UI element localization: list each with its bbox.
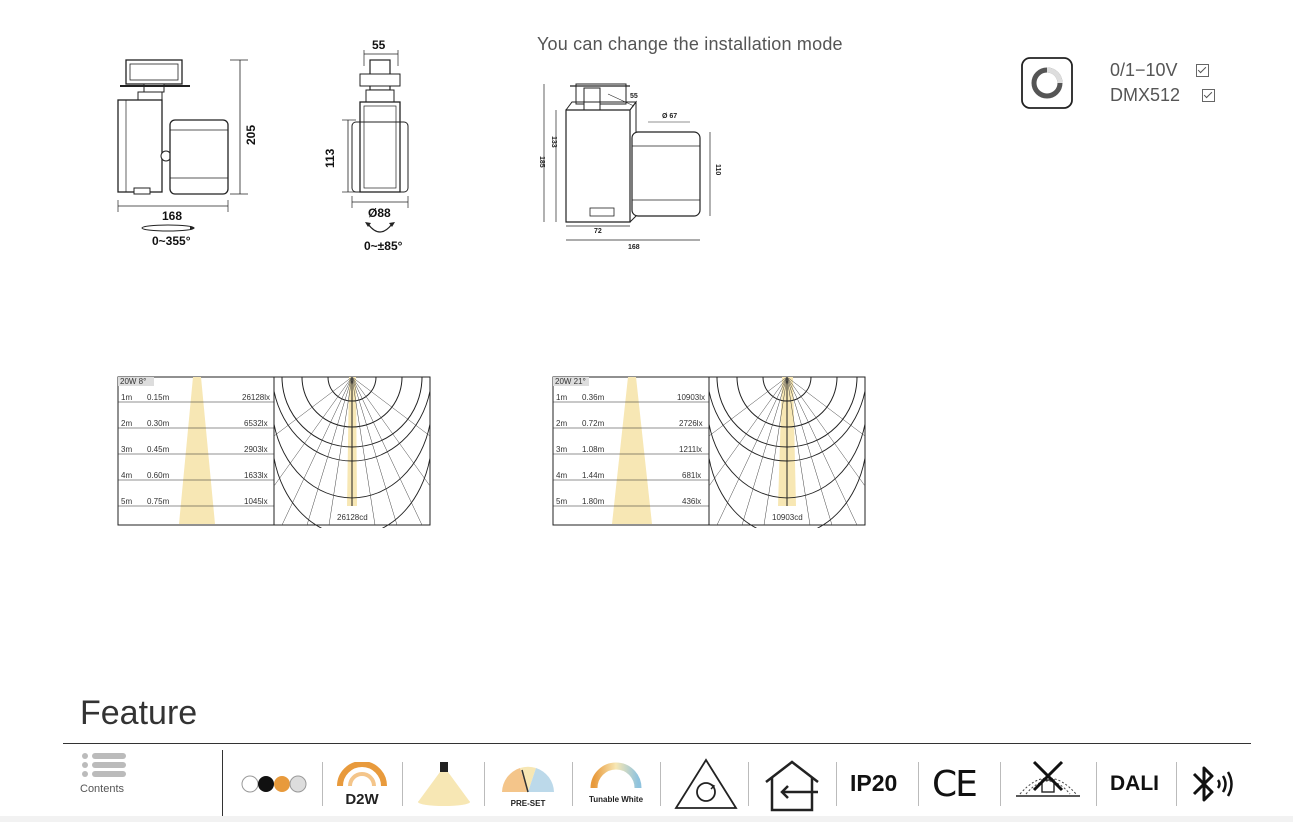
side-view-drawing: 205 168 0~355° xyxy=(117,59,258,248)
feature-separator xyxy=(322,762,323,806)
lux-distance: 3m xyxy=(556,445,567,454)
checkbox-dmx512 xyxy=(1202,89,1216,102)
lux-value: 1211lx xyxy=(679,445,702,454)
menu-list-icon xyxy=(82,753,126,777)
dim-67: Ø 67 xyxy=(662,113,677,120)
dim-113: 113 xyxy=(323,148,337,168)
lux-diameter: 0.15m xyxy=(147,393,170,402)
lux-diameter: 0.72m xyxy=(582,419,605,428)
lux-value: 2726lx xyxy=(679,419,703,428)
contents-divider xyxy=(222,750,223,820)
dim-55: 55 xyxy=(372,38,386,52)
polar-diagram xyxy=(273,376,431,537)
lux-value: 1633lx xyxy=(244,471,268,480)
dim-110: 110 xyxy=(714,164,721,175)
lux-chart-8deg-svg: 20W 8° 1m 0.15m 26128lx 2m 0.30m 6532lx … xyxy=(117,376,431,537)
lux-value: 1045lx xyxy=(244,497,268,506)
ce-icon: CE xyxy=(932,764,978,805)
ip20-icon: IP20 xyxy=(850,770,898,796)
no-insulation-cover-icon xyxy=(1016,760,1080,797)
front-view-drawing: 55 113 Ø88 0~±85° xyxy=(323,38,409,253)
installation-mode-title: You can change the installation mode xyxy=(537,34,843,54)
dim-168-install: 168 xyxy=(628,244,640,251)
lux-header: 20W 21° xyxy=(555,377,586,386)
contents-label: Contents xyxy=(80,783,125,795)
feature-separator xyxy=(484,762,485,806)
feature-separator xyxy=(1096,762,1097,806)
control-option-0-10v: 0/1−10V xyxy=(1110,60,1209,81)
lux-header: 20W 8° xyxy=(120,377,146,386)
feature-separator xyxy=(1176,762,1177,806)
preset-gauge-icon xyxy=(502,766,554,793)
lux-value: 10903lx xyxy=(677,393,705,402)
lux-distance: 2m xyxy=(556,419,567,428)
feature-divider xyxy=(63,743,1251,744)
contents-button[interactable]: Contents xyxy=(80,752,140,796)
lux-distance: 1m xyxy=(556,393,567,402)
dali-icon: DALI xyxy=(1110,772,1159,795)
installation-mode-drawing: 55 Ø 67 185 133 110 72 168 xyxy=(538,83,721,251)
feature-separator xyxy=(572,762,573,806)
dim-diameter-88: Ø88 xyxy=(368,206,391,220)
candela-label: 26128cd xyxy=(337,513,368,522)
tunable-white-arc-icon xyxy=(590,762,642,789)
indoor-icon xyxy=(765,760,819,812)
feature-separator xyxy=(402,762,403,806)
lux-diameter: 0.30m xyxy=(147,419,170,428)
preset-icon: PRE-SET xyxy=(498,764,558,808)
control-dimmer-icon xyxy=(1021,57,1073,109)
lux-distance: 5m xyxy=(121,497,132,506)
lux-chart-8deg: 20W 8° 1m 0.15m 26128lx 2m 0.30m 6532lx … xyxy=(117,376,432,537)
dim-72: 72 xyxy=(594,228,602,235)
lux-value: 436lx xyxy=(682,497,701,506)
bluetooth-icon xyxy=(1192,766,1233,802)
feature-separator xyxy=(748,762,749,806)
preset-label: PRE-SET xyxy=(510,799,546,808)
rotation-label: 0~355° xyxy=(152,234,191,248)
feature-separator xyxy=(1000,762,1001,806)
lux-diameter: 1.44m xyxy=(582,471,605,480)
lux-diameter: 1.80m xyxy=(582,497,605,506)
lux-distance: 2m xyxy=(121,419,132,428)
lux-value: 6532lx xyxy=(244,419,268,428)
dim-133: 133 xyxy=(550,136,557,148)
lux-distance: 4m xyxy=(121,471,132,480)
lux-chart-21deg: 20W 21° 1m 0.36m 10903lx 2m 0.72m 2726lx… xyxy=(552,376,867,537)
colors-icon xyxy=(241,775,307,793)
lux-distance: 1m xyxy=(121,393,132,402)
checkbox-0-10v xyxy=(1195,64,1209,77)
lux-chart-21deg-svg: 20W 21° 1m 0.36m 10903lx 2m 0.72m 2726lx… xyxy=(552,376,866,537)
lux-distance: 5m xyxy=(556,497,567,506)
dimmable-icon xyxy=(674,758,738,809)
dim-205: 205 xyxy=(244,125,258,145)
downlight-icon xyxy=(418,762,470,806)
tunable-white-label: Tunable White xyxy=(588,795,644,804)
lux-distance: 4m xyxy=(556,471,567,480)
d2w-icon: D2W xyxy=(336,761,388,808)
lux-diameter: 0.45m xyxy=(147,445,170,454)
feature-separator xyxy=(660,762,661,806)
dim-168: 168 xyxy=(162,209,182,223)
lux-distance: 3m xyxy=(121,445,132,454)
lux-diameter: 1.08m xyxy=(582,445,605,454)
lux-value: 2903lx xyxy=(244,445,268,454)
lux-diameter: 0.36m xyxy=(582,393,605,402)
lux-value: 681lx xyxy=(682,471,701,480)
dim-55-install: 55 xyxy=(630,93,638,100)
dim-185: 185 xyxy=(538,156,545,168)
feature-separator xyxy=(836,762,837,806)
bottom-strip xyxy=(0,816,1293,822)
feature-separator xyxy=(918,762,919,806)
d2w-arc-icon xyxy=(337,761,387,787)
feature-title: Feature xyxy=(80,694,198,732)
lux-diameter: 0.75m xyxy=(147,497,170,506)
lux-value: 26128lx xyxy=(242,393,270,402)
control-option-dmx512: DMX512 xyxy=(1110,85,1216,106)
tilt-label: 0~±85° xyxy=(364,239,403,253)
d2w-label: D2W xyxy=(345,791,379,808)
candela-label: 10903cd xyxy=(772,513,803,522)
tunable-white-icon: Tunable White xyxy=(584,762,648,808)
lux-diameter: 0.60m xyxy=(147,471,170,480)
